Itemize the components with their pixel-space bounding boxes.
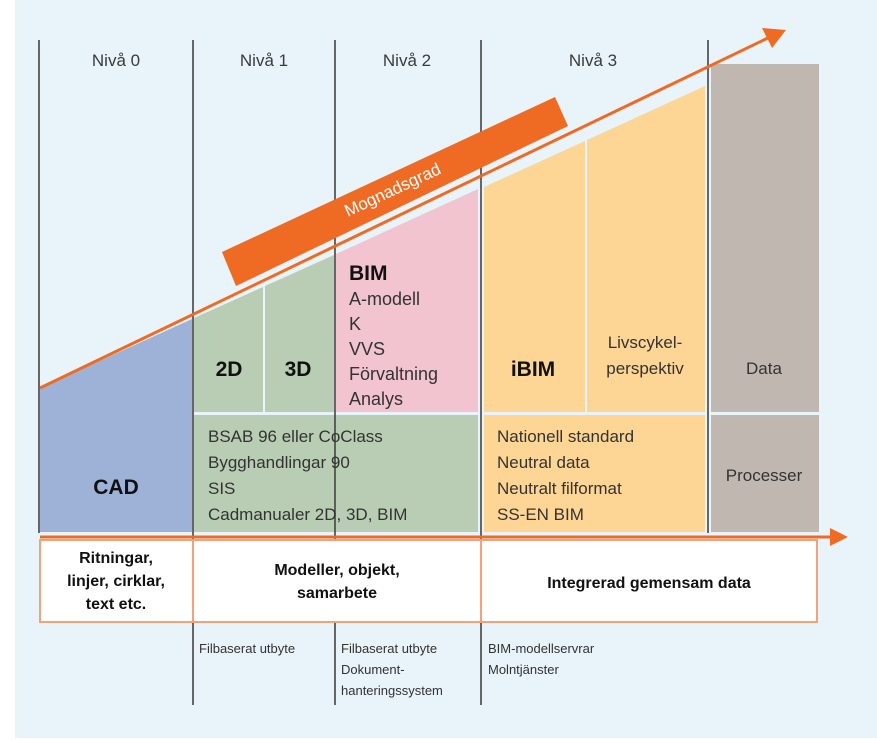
level-2-label: Nivå 2: [383, 51, 431, 70]
level-0-label: Nivå 0: [92, 51, 140, 70]
ibim-label: iBIM: [511, 358, 555, 381]
bim-block: [336, 189, 478, 412]
level-1-label: Nivå 1: [240, 51, 288, 70]
livscykel-line-1: Livscykel-: [608, 333, 683, 352]
maturity-arrowhead: [762, 28, 786, 48]
bottom-col0-line: Ritningar,: [79, 550, 153, 567]
bottom-col1-line: Modeller, objekt,: [274, 562, 399, 579]
ibim-block: [484, 141, 585, 412]
bim-item: Förvaltning: [349, 364, 438, 384]
bottom-col2-line: Integrerad gemensam data: [547, 575, 751, 592]
livscykel-line-2: perspektiv: [606, 359, 684, 378]
standard-right-item: SS-EN BIM: [497, 505, 584, 524]
bim-item: Analys: [349, 389, 403, 409]
standards-right-block: [484, 415, 705, 532]
standards-left-block: [194, 415, 478, 532]
bim-item: VVS: [349, 339, 385, 359]
2d-label: 2D: [216, 358, 243, 381]
standard-left-item: Cadmanualer 2D, 3D, BIM: [208, 505, 407, 524]
3d-label: 3D: [285, 358, 312, 381]
standard-left-item: BSAB 96 eller CoClass: [208, 427, 383, 446]
maturity-line: [39, 35, 771, 390]
bim-title: BIM: [349, 262, 388, 285]
cad-label: CAD: [93, 476, 139, 499]
standard-right-item: Nationell standard: [497, 427, 634, 446]
bottom-col0-line: text etc.: [86, 596, 146, 613]
exchange-col2-line: Dokument-: [341, 662, 405, 677]
cad-block: [40, 319, 192, 532]
data-label: Data: [746, 359, 782, 378]
horizontal-arrowhead: [830, 528, 848, 546]
exchange-col3-line: BIM-modellservrar: [488, 641, 595, 656]
data-block: [711, 64, 819, 412]
bottom-col1-line: samarbete: [297, 585, 377, 602]
bim-item: A-modell: [349, 289, 420, 309]
standard-right-item: Neutral data: [497, 453, 590, 472]
3d-block: [265, 255, 334, 412]
exchange-col1-line: Filbaserat utbyte: [199, 641, 295, 656]
exchange-col2-line: hanteringssystem: [341, 683, 443, 698]
livscykel-block: [587, 86, 705, 412]
mognadsgrad-bar: [222, 97, 568, 286]
standard-left-item: SIS: [208, 479, 235, 498]
standard-right-item: Neutralt filformat: [497, 479, 622, 498]
standard-left-item: Bygghandlingar 90: [208, 453, 350, 472]
2d-block: [194, 287, 263, 412]
bottom-row: [39, 539, 818, 623]
exchange-col2-line: Filbaserat utbyte: [341, 641, 437, 656]
processer-label: Processer: [726, 466, 803, 485]
bim-item: K: [349, 314, 361, 334]
processer-block: [711, 415, 819, 532]
exchange-col3-line: Molntjänster: [488, 662, 559, 677]
bottom-col0-line: linjer, cirklar,: [67, 573, 165, 590]
level-3-label: Nivå 3: [569, 51, 617, 70]
